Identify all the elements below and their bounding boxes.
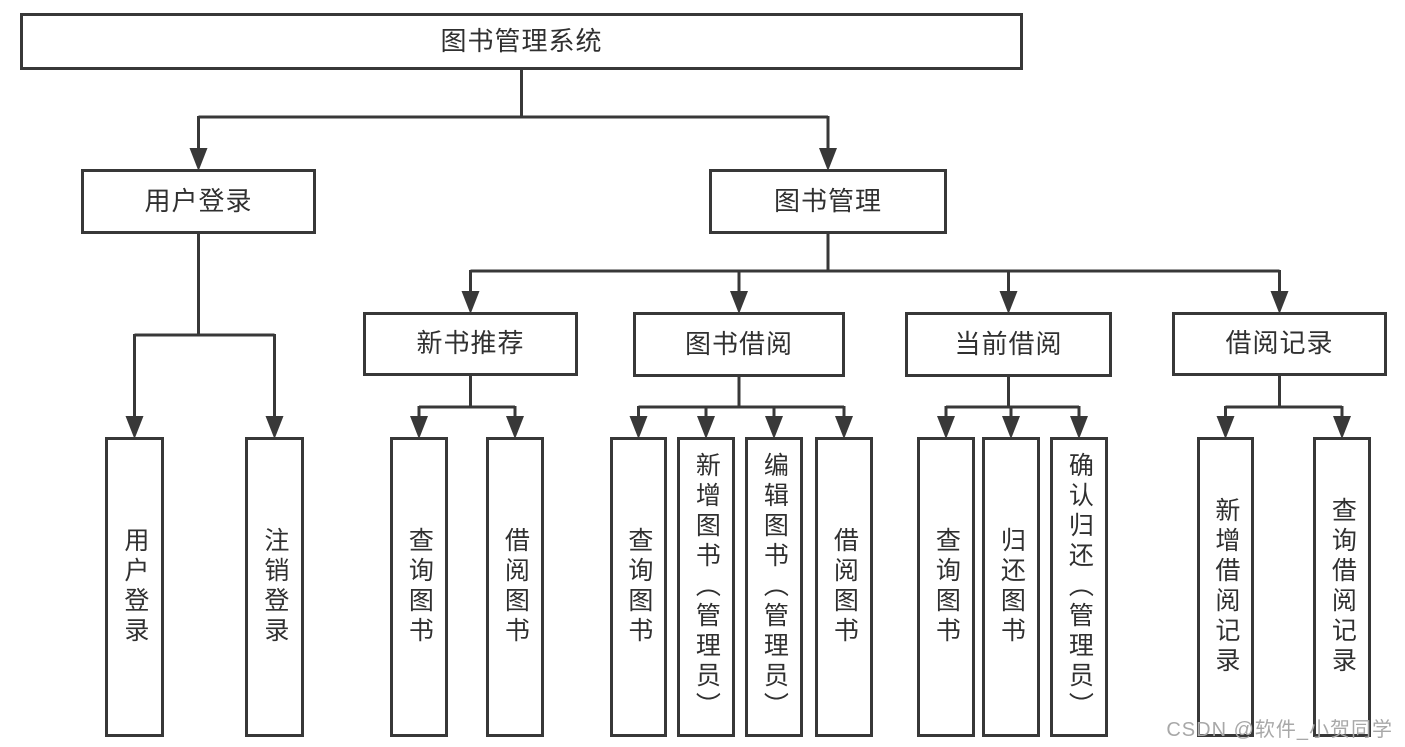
arrowhead-icon: [1270, 291, 1289, 314]
node-leaf-return-book: 归还图书: [982, 437, 1040, 737]
arrowhead-icon: [189, 148, 208, 171]
arrowhead-icon: [125, 416, 144, 439]
node-leaf-user-login: 用户登录: [105, 437, 164, 737]
node-leaf-query-book-c: 查询图书: [917, 437, 975, 737]
arrowhead-icon: [730, 291, 748, 314]
node-root: 图书管理系统: [20, 13, 1023, 70]
node-new-book-rec: 新书推荐: [363, 312, 578, 376]
arrowhead-icon: [410, 416, 428, 439]
arrowhead-icon: [999, 291, 1018, 314]
node-book-mgmt: 图书管理: [709, 169, 947, 234]
node-leaf-logout: 注销登录: [245, 437, 304, 737]
arrowhead-icon: [1070, 416, 1088, 439]
node-book-borrow: 图书借阅: [633, 312, 845, 377]
arrowhead-icon: [629, 416, 648, 439]
arrowhead-icon: [1002, 416, 1020, 439]
node-leaf-query-book-b: 查询图书: [610, 437, 667, 737]
node-leaf-confirm-return: 确认归还（管理员）: [1050, 437, 1108, 737]
node-current-borrow: 当前借阅: [905, 312, 1112, 377]
arrowhead-icon: [835, 416, 853, 439]
node-leaf-add-record: 新增借阅记录: [1197, 437, 1254, 737]
node-leaf-borrow-book-a: 借阅图书: [486, 437, 544, 737]
arrowhead-icon: [265, 416, 284, 439]
node-leaf-query-record: 查询借阅记录: [1313, 437, 1371, 737]
arrowhead-icon: [461, 291, 480, 314]
arrowhead-icon: [506, 416, 524, 439]
node-leaf-edit-book: 编辑图书（管理员）: [745, 437, 803, 737]
node-leaf-borrow-book-b: 借阅图书: [815, 437, 873, 737]
csdn-watermark: CSDN @软件_小贺同学: [1166, 719, 1393, 741]
arrowhead-icon: [697, 416, 715, 439]
arrowhead-icon: [1333, 416, 1351, 439]
arrowhead-icon: [819, 148, 837, 171]
node-borrow-records: 借阅记录: [1172, 312, 1387, 376]
node-user-login: 用户登录: [81, 169, 316, 234]
arrowhead-icon: [765, 416, 783, 439]
node-leaf-query-book-a: 查询图书: [390, 437, 448, 737]
node-leaf-add-book: 新增图书（管理员）: [677, 437, 735, 737]
arrowhead-icon: [1216, 416, 1235, 439]
arrowhead-icon: [937, 416, 955, 439]
